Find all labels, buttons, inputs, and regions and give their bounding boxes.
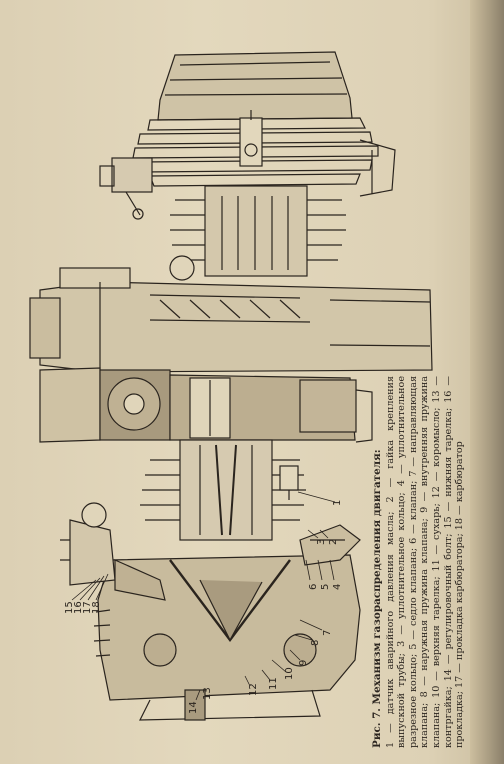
callout-17: 17 (82, 601, 93, 614)
callout-4: 4 (332, 584, 343, 590)
callout-3: 3 (316, 539, 327, 545)
callout-10: 10 (284, 667, 295, 680)
figure-caption: Рис. 7. Механизм газораспределения двига… (371, 376, 468, 748)
exhaust-pipe (299, 524, 361, 566)
callout-11: 11 (268, 677, 279, 690)
callout-6: 6 (308, 584, 319, 590)
callout-9: 9 (298, 660, 309, 666)
upper-head-fins (132, 110, 379, 187)
callout-15: 15 (64, 601, 75, 614)
upper-left-fittings (99, 139, 396, 220)
callout-12: 12 (248, 683, 259, 696)
callout-13: 13 (202, 687, 213, 700)
page-edge (470, 0, 504, 764)
callout-numbers: 1 2 3 4 5 6 7 8 9 10 11 12 13 14 15 16 1… (64, 500, 343, 714)
callout-7: 7 (322, 630, 333, 636)
engine-cross-section-drawing: 1 2 3 4 5 6 7 8 9 10 11 12 13 14 15 16 1… (29, 51, 433, 721)
callout-16: 16 (73, 601, 84, 614)
callout-18: 18 (91, 601, 102, 614)
callout-leaders (71, 491, 336, 701)
callout-8: 8 (310, 640, 321, 646)
callout-14: 14 (188, 701, 199, 714)
caption-figure-number: Рис. 7. (371, 708, 383, 748)
crankcase (29, 255, 433, 373)
caption-legend: 1 — датчик аварийного давления масла; 2 … (384, 376, 466, 748)
caption-heading: Механизм газораспределения двигателя: (371, 449, 383, 705)
caption-title: Рис. 7. Механизм газораспределения двига… (371, 376, 384, 748)
upper-cylinder (170, 185, 346, 277)
upper-head-cover (157, 51, 353, 121)
carburetor (60, 502, 166, 601)
callout-1: 1 (332, 500, 343, 506)
timing-section (39, 367, 373, 443)
lower-cylinder (140, 439, 306, 541)
callout-5: 5 (320, 584, 331, 590)
lower-cylinder-head (93, 554, 361, 721)
callout-2: 2 (328, 539, 339, 545)
